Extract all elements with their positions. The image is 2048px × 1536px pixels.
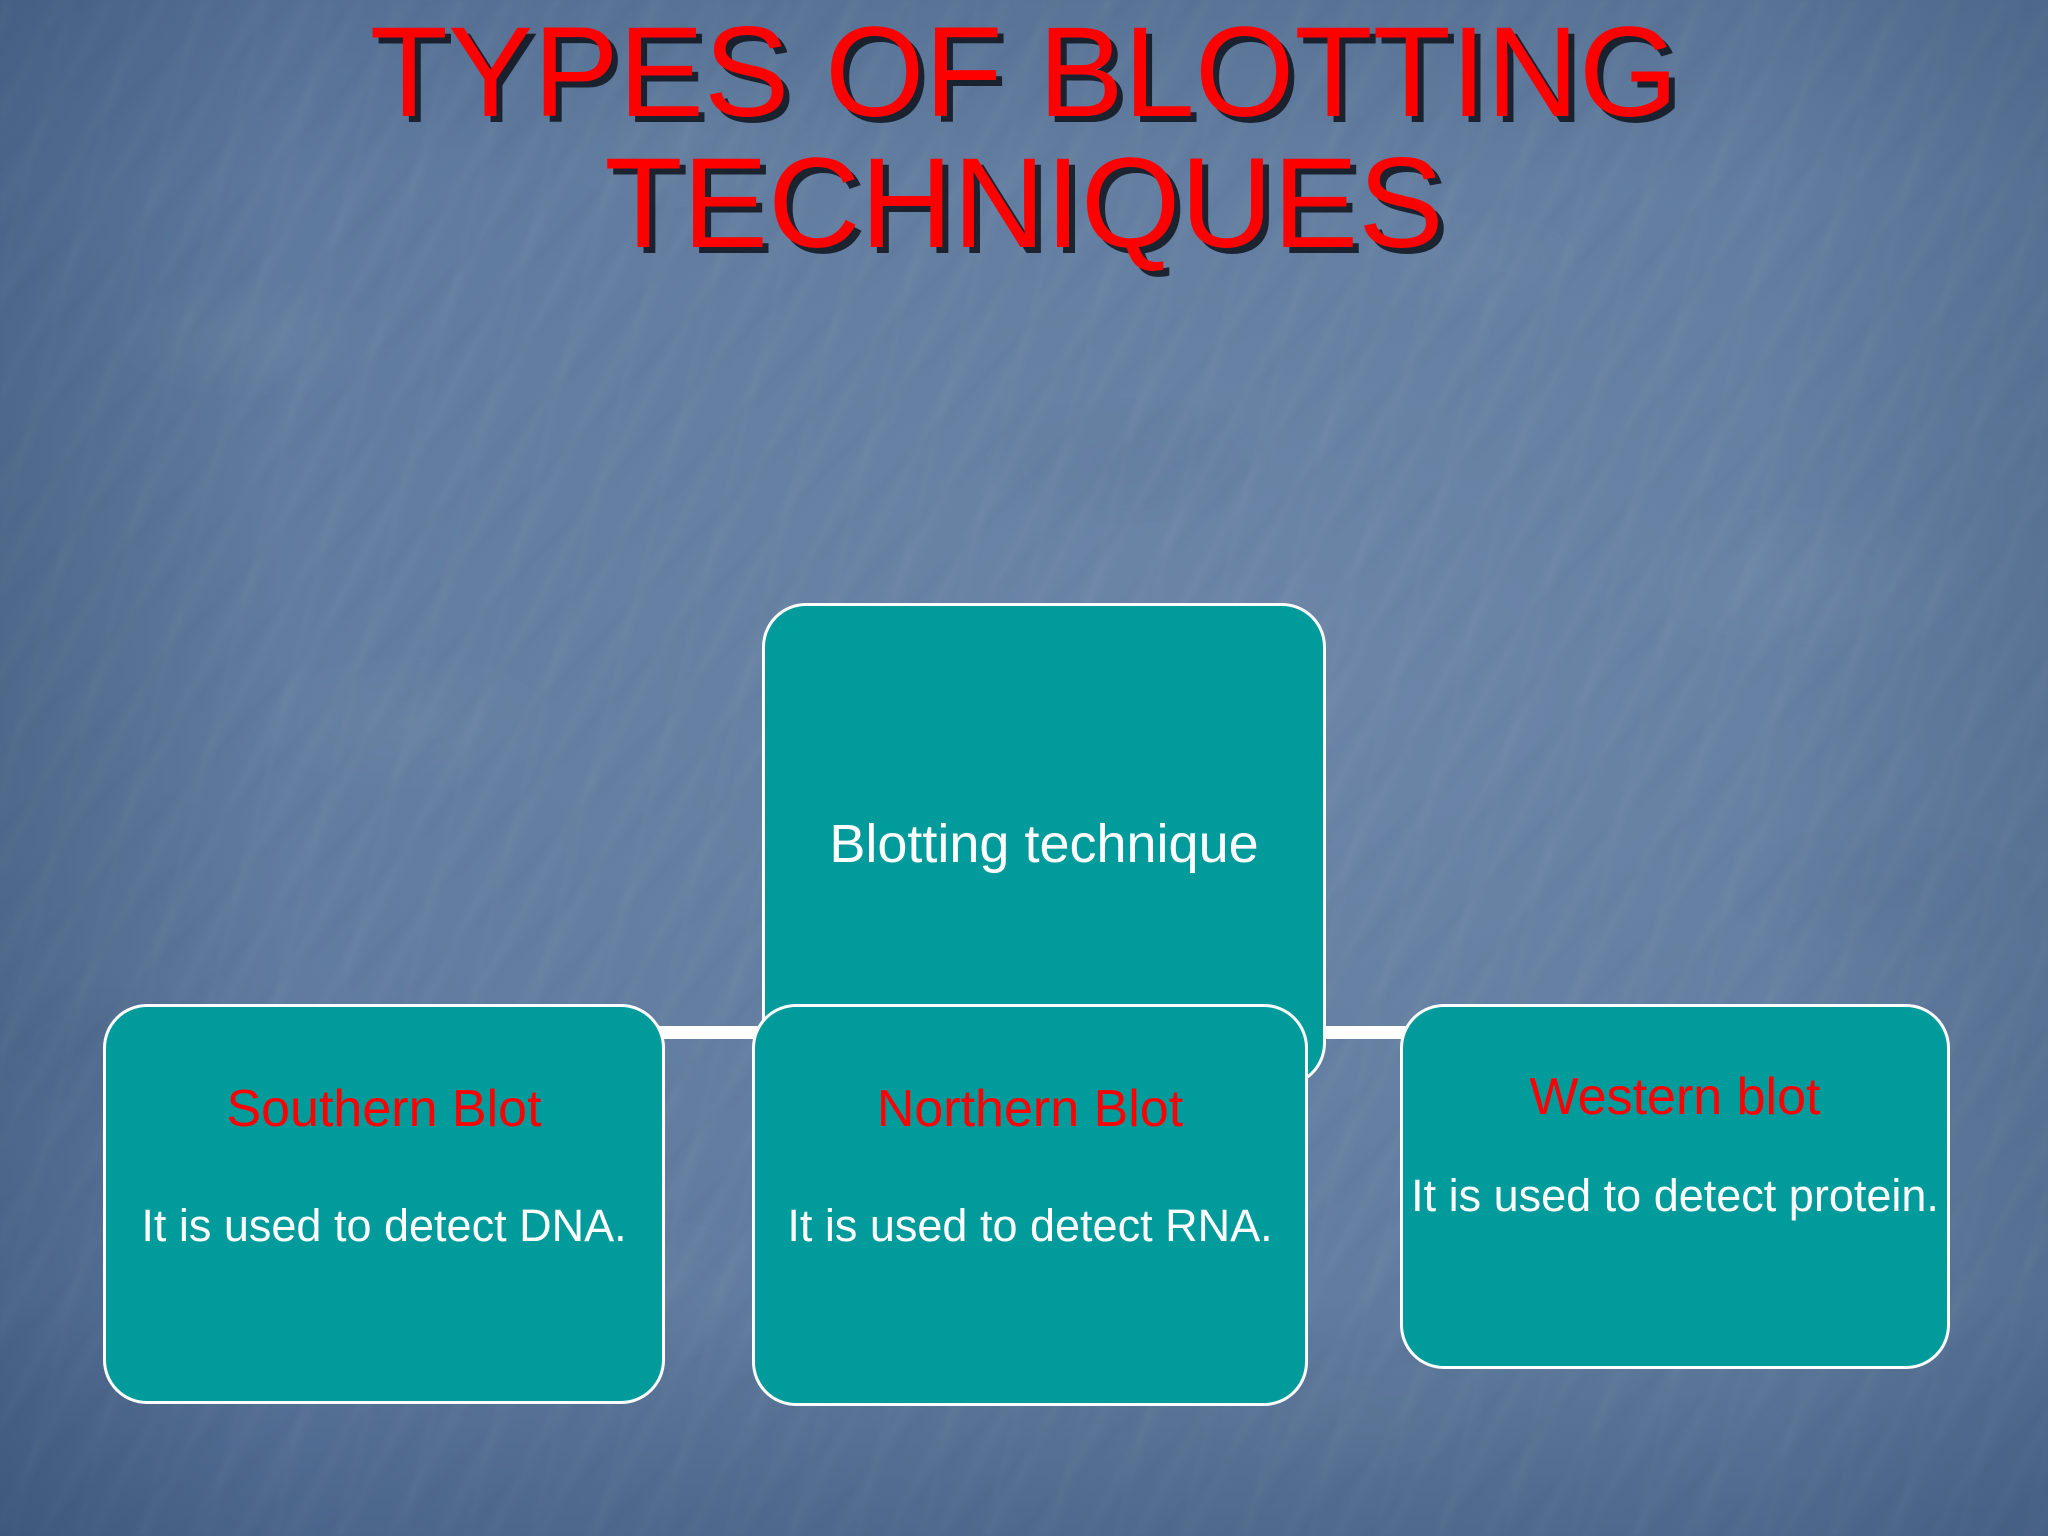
- node-western-blot-title: Western blot: [1529, 1068, 1821, 1126]
- node-southern-blot-title: Southern Blot: [226, 1080, 542, 1138]
- node-western-blot[interactable]: Western blot It is used to detect protei…: [1400, 1004, 1950, 1369]
- node-northern-blot-title: Northern Blot: [876, 1080, 1184, 1138]
- node-western-blot-description: It is used to detect protein.: [1411, 1170, 1939, 1222]
- slide-title: TYPES OF BLOTTING TECHNIQUES: [369, 1, 1679, 275]
- node-southern-blot[interactable]: Southern Blot It is used to detect DNA.: [103, 1004, 665, 1404]
- node-northern-blot-description: It is used to detect RNA.: [787, 1200, 1273, 1252]
- node-root-label: Blotting technique: [829, 814, 1259, 875]
- node-northern-blot[interactable]: Northern Blot It is used to detect RNA.: [752, 1004, 1308, 1406]
- node-southern-blot-description: It is used to detect DNA.: [141, 1200, 627, 1252]
